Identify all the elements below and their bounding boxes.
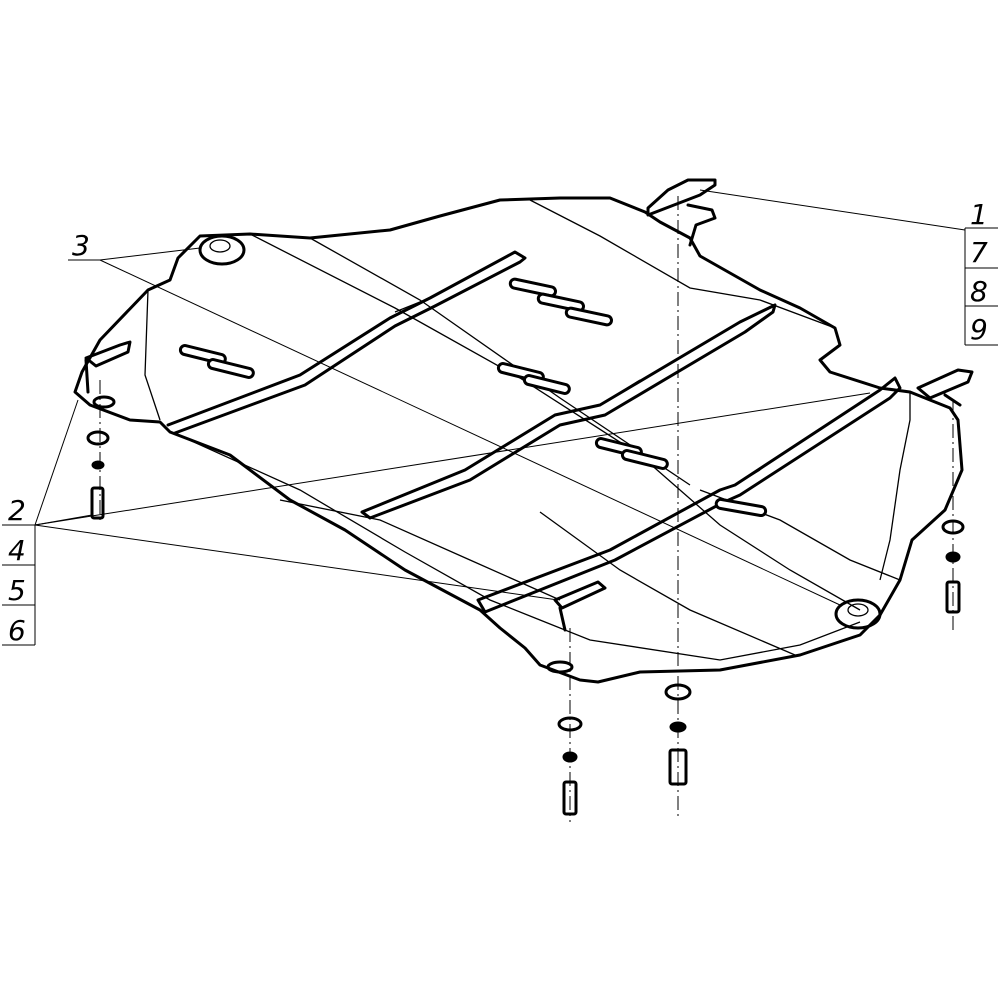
callout-single: 3 xyxy=(68,229,100,262)
washer-icon xyxy=(664,683,692,701)
fold-line-4 xyxy=(279,499,561,601)
callout-table-left: 2 4 5 6 xyxy=(2,494,36,647)
leader-group-left-1 xyxy=(34,399,79,526)
bolt-icon xyxy=(945,580,961,614)
callout-label: 6 xyxy=(8,614,26,647)
bolt-icon xyxy=(90,486,105,520)
fasteners xyxy=(86,430,965,816)
nut-icon xyxy=(945,551,961,563)
center-lines xyxy=(99,196,954,822)
washer-icon xyxy=(86,430,110,446)
callout-table-right-lines xyxy=(964,227,998,346)
bolt-icon xyxy=(562,780,578,816)
nut-icon xyxy=(669,721,687,733)
bracket-top xyxy=(646,178,717,247)
callout-label: 5 xyxy=(8,574,26,607)
nut-icon xyxy=(91,460,105,470)
vent-slot xyxy=(714,497,768,518)
fastener-set-bottom-center xyxy=(664,683,692,786)
leader-group-left-4 xyxy=(34,392,871,526)
fold-line-3 xyxy=(529,199,836,329)
bracket-left xyxy=(84,340,132,394)
boss-rear-right-inner xyxy=(847,603,869,617)
vent-slot xyxy=(620,449,669,470)
boss-front-left-inner xyxy=(209,239,231,253)
rib-center xyxy=(360,303,777,520)
mount-slot-left xyxy=(92,395,116,409)
mount-slot-bottom xyxy=(546,660,574,674)
ventilation-slots xyxy=(178,277,768,518)
callout-label: 1 xyxy=(970,198,988,231)
mounting-bosses xyxy=(92,234,882,674)
callout-label: 4 xyxy=(8,534,26,567)
rib-center-edge xyxy=(394,297,761,486)
leader-group-right xyxy=(699,189,966,231)
leader-single-2 xyxy=(99,259,841,606)
fold-line-6 xyxy=(539,511,796,656)
leader-single-1 xyxy=(99,247,201,261)
callout-label: 7 xyxy=(970,236,988,269)
brackets xyxy=(84,178,974,632)
leader-group-left-3 xyxy=(34,524,559,601)
washer-icon xyxy=(557,716,583,732)
callout-label: 3 xyxy=(72,229,90,262)
callout-table-right: 1 7 8 9 xyxy=(964,198,998,346)
callout-label: 9 xyxy=(970,313,988,346)
rib-left xyxy=(166,250,527,435)
fold-line-1 xyxy=(249,233,641,456)
fold-line-5 xyxy=(639,454,861,611)
callout-label: 8 xyxy=(970,275,988,308)
bracket-bottom xyxy=(553,580,607,632)
bolt-icon xyxy=(668,748,688,786)
skid-plate-right-flange xyxy=(879,392,911,581)
rib-right xyxy=(476,376,902,614)
fastener-set-right xyxy=(941,519,965,614)
stiffening-ribs xyxy=(166,250,902,614)
fastener-set-bottom-left xyxy=(557,716,583,816)
skid-plate-outline xyxy=(73,196,964,684)
boss-rear-right xyxy=(834,598,882,630)
fastener-set-left xyxy=(86,430,110,520)
vent-slot xyxy=(206,358,255,379)
boss-front-left xyxy=(198,234,246,266)
callout-table-left-lines xyxy=(2,524,36,646)
leader-lines xyxy=(34,189,966,606)
skid-plate-left-flange xyxy=(144,289,161,421)
washer-icon xyxy=(941,519,965,535)
fold-line-2 xyxy=(309,237,691,486)
vent-slot xyxy=(564,306,613,327)
vent-slot xyxy=(508,277,557,298)
skid-plate xyxy=(73,196,964,684)
nut-icon xyxy=(562,751,578,763)
vent-slot xyxy=(522,374,571,395)
callout-label: 2 xyxy=(8,494,26,527)
skid-plate-lower-flange xyxy=(169,431,861,661)
vent-slot xyxy=(536,292,585,313)
